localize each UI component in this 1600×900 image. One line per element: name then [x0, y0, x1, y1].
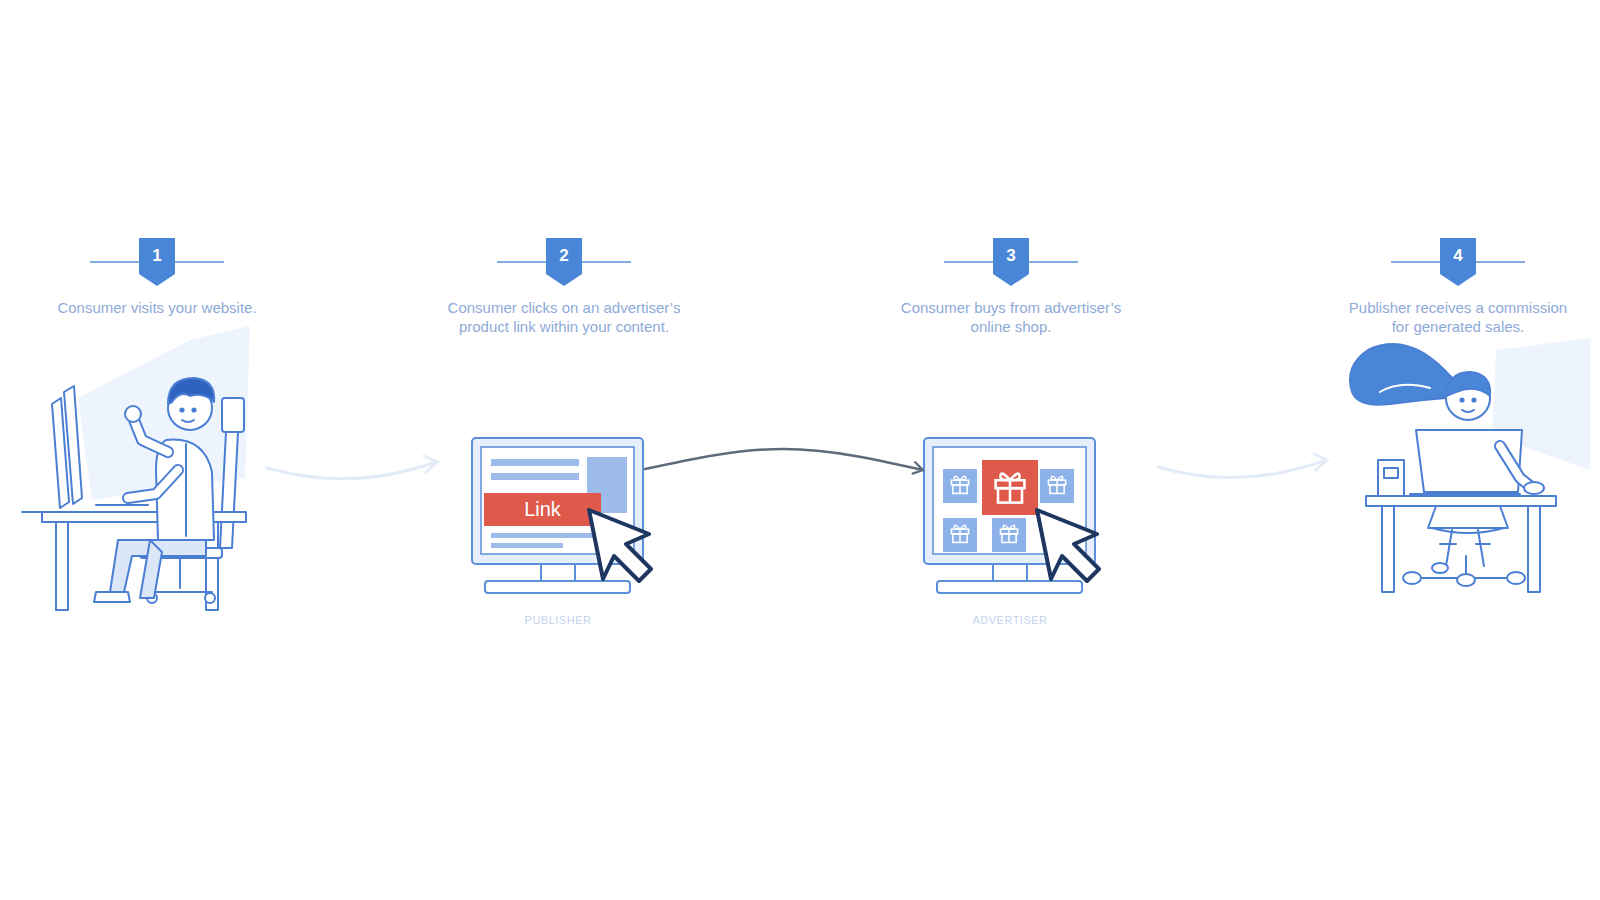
product-tile	[992, 518, 1026, 552]
gift-icon	[951, 476, 968, 493]
screen-label: ADVERTISER	[923, 613, 1097, 627]
step-badge: 3Consumer buys from advertiser’s online …	[886, 236, 1136, 346]
step-caption: Publisher receives a commission for gene…	[1342, 298, 1574, 336]
step-badge: 4Publisher receives a commission for gen…	[1342, 236, 1574, 346]
monitor-neck	[993, 564, 1027, 581]
gift-icon	[1048, 476, 1065, 493]
product-tile	[943, 518, 977, 552]
step-caption: Consumer buys from advertiser’s online s…	[886, 298, 1136, 336]
step-caption: Consumer visits your website.	[27, 298, 287, 317]
link-button: Link	[484, 493, 601, 526]
step-caption: Consumer clicks on an advertiser’s produ…	[433, 298, 695, 336]
cursor-layer	[471, 437, 645, 633]
gift-icon	[996, 474, 1025, 503]
consumer-illustration	[22, 326, 250, 610]
gift-icon	[1000, 525, 1017, 542]
screen-label: PUBLISHER	[471, 613, 645, 627]
text-line	[491, 459, 579, 466]
monitor-base	[485, 581, 630, 593]
button-label: Link	[484, 493, 601, 526]
text-line	[491, 473, 579, 480]
product-tile	[943, 469, 977, 503]
step-number: 4	[1342, 246, 1574, 266]
text-line	[491, 533, 601, 538]
text-line	[491, 543, 563, 548]
step-number: 3	[886, 246, 1136, 266]
step-number: 1	[27, 246, 287, 266]
mouse-cursor	[1037, 510, 1099, 581]
monitor-neck	[541, 564, 575, 581]
gift-icon	[951, 525, 968, 542]
step-badge: 2Consumer clicks on an advertiser’s prod…	[433, 236, 695, 346]
step-badge: 1Consumer visits your website.	[27, 236, 287, 346]
selected-product	[982, 460, 1038, 515]
monitor-screen: ADVERTISER	[923, 437, 1097, 633]
monitor-screen: LinkPUBLISHER	[471, 437, 645, 633]
publisher-illustration	[1350, 338, 1590, 592]
cursor-layer	[923, 437, 1097, 633]
sidebar-block	[587, 457, 627, 513]
product-tile	[1040, 469, 1074, 503]
faint-flow-arrow	[267, 454, 1327, 479]
step-number: 2	[433, 246, 695, 266]
mouse-cursor	[589, 510, 651, 581]
monitor-base	[937, 581, 1082, 593]
flow-arrow	[645, 449, 923, 470]
